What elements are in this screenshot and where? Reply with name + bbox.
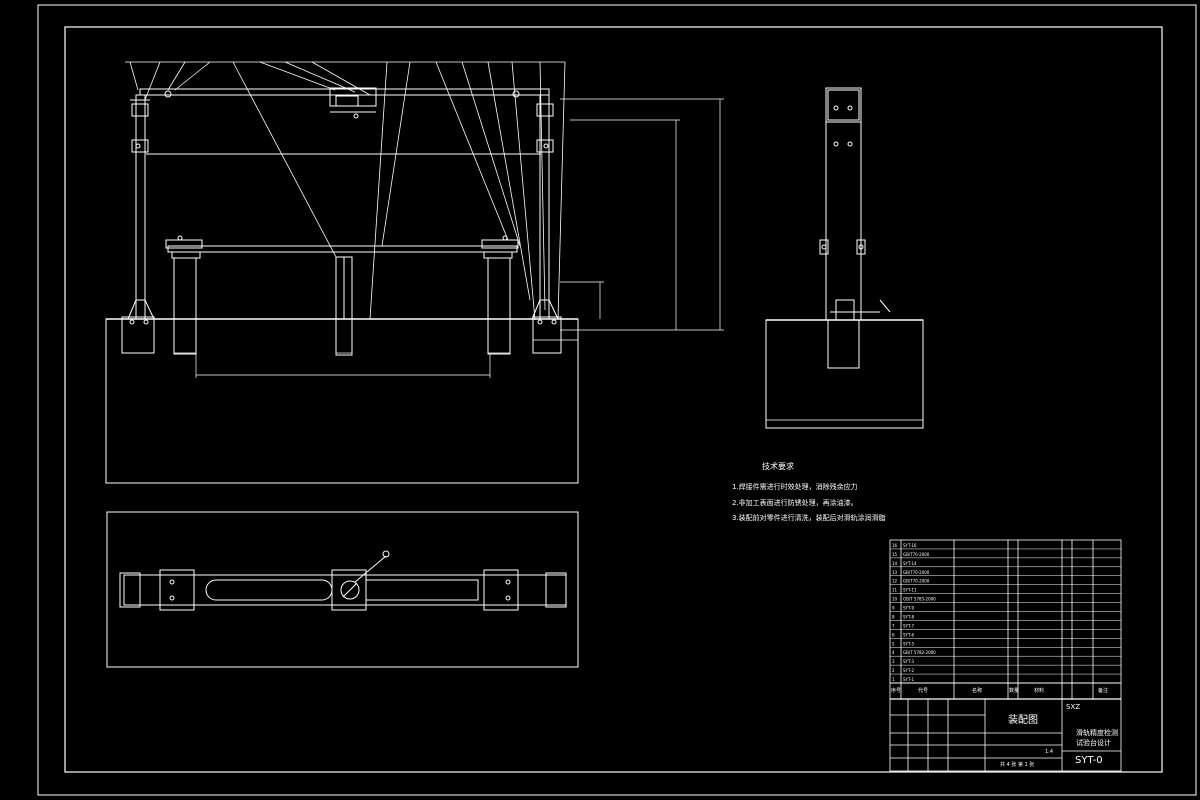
parts-header-no: 序号 bbox=[891, 688, 902, 694]
technical-note-2: 2.非加工表面进行防锈处理，再涂油漆。 bbox=[732, 499, 858, 507]
technical-note-1: 1.焊接件需进行时效处理，消除残余应力 bbox=[732, 483, 858, 491]
slider-hole bbox=[340, 580, 360, 600]
parts-row-code: SYT-11 bbox=[903, 588, 917, 593]
drawing-type: 装配图 bbox=[1008, 715, 1038, 726]
top-view bbox=[106, 511, 579, 668]
parts-header-name: 名称 bbox=[972, 688, 983, 694]
parts-row-code: SYT-7 bbox=[903, 623, 915, 628]
parts-header-remark: 备注 bbox=[1098, 688, 1109, 694]
top-rail-body bbox=[123, 574, 567, 606]
parts-row-number: 14 bbox=[892, 561, 898, 566]
top-view-frame bbox=[106, 511, 579, 668]
part-leaders bbox=[125, 61, 566, 321]
slide-rail-beam bbox=[167, 245, 518, 253]
parts-row-code: SYT-8 bbox=[903, 614, 915, 619]
technical-notes-title: 技术要求 bbox=[762, 462, 794, 471]
parts-row-code: SYT-2 bbox=[903, 668, 915, 673]
slider-block bbox=[331, 569, 367, 611]
parts-row-number: 6 bbox=[892, 632, 895, 637]
sheet-info: 共 4 张 第 1 张 bbox=[1000, 762, 1035, 768]
parts-row-number: 5 bbox=[892, 641, 895, 646]
front-view bbox=[105, 61, 724, 484]
parts-row-code: SYT-6 bbox=[903, 632, 915, 637]
left-column bbox=[135, 94, 146, 320]
school-code: SXZ bbox=[1066, 703, 1081, 711]
parts-row-code: GB/T70-2000 bbox=[903, 570, 930, 575]
parts-row-number: 15 bbox=[892, 552, 898, 557]
technical-note-3: 3.装配前对零件进行清洗，装配后对滑轨涂润滑脂 bbox=[732, 514, 886, 522]
parts-row-code: SYT-1 bbox=[903, 677, 915, 682]
parts-row-number: 10 bbox=[892, 597, 898, 602]
sensor-carriage bbox=[329, 87, 377, 107]
parts-row-number: 7 bbox=[892, 623, 895, 628]
parts-row-code: GB/T 5783-2000 bbox=[903, 597, 936, 602]
title-block bbox=[889, 539, 1122, 772]
right-column bbox=[539, 94, 550, 320]
top-beam bbox=[139, 88, 550, 96]
side-view bbox=[765, 87, 924, 429]
side-base bbox=[765, 319, 924, 429]
parts-row-number: 1 bbox=[892, 677, 895, 682]
parts-header-qty: 数量 bbox=[1009, 688, 1020, 694]
parts-row-code: SYT-3 bbox=[903, 659, 915, 664]
parts-row-number: 12 bbox=[892, 579, 898, 584]
parts-row-code: SYT-5 bbox=[903, 641, 915, 646]
parts-row-number: 3 bbox=[892, 659, 895, 664]
parts-row-code: GB/T70-2000 bbox=[903, 579, 930, 584]
front-base bbox=[105, 318, 579, 484]
parts-row-code: SYT-14 bbox=[903, 561, 917, 566]
parts-row-number: 4 bbox=[892, 650, 895, 655]
parts-header-material: 材料 bbox=[1034, 688, 1045, 694]
parts-row-number: 9 bbox=[892, 606, 895, 611]
parts-header-code: 代号 bbox=[918, 688, 929, 694]
parts-row-number: 8 bbox=[892, 614, 895, 619]
parts-row-code: SYT-16 bbox=[903, 543, 917, 548]
parts-row-number: 13 bbox=[892, 570, 898, 575]
drawing-title-2: 试验台设计 bbox=[1076, 739, 1111, 747]
parts-row-code: GB/T70-2000 bbox=[903, 552, 930, 557]
parts-row-code: SYT-9 bbox=[903, 606, 915, 611]
drawing-number: SYT-0 bbox=[1075, 755, 1103, 766]
scale: 1:4 bbox=[1045, 749, 1054, 755]
parts-row-code: GB/T 5782-2000 bbox=[903, 650, 936, 655]
parts-row-number: 11 bbox=[892, 588, 898, 593]
inner-border bbox=[64, 26, 1163, 773]
parts-row-number: 2 bbox=[892, 668, 895, 673]
side-column bbox=[825, 87, 862, 321]
rail-slot bbox=[205, 579, 333, 601]
outer-border bbox=[37, 4, 1197, 796]
parts-row-number: 16 bbox=[892, 543, 898, 548]
dimension-lines bbox=[106, 98, 724, 484]
drawing-title-1: 滑轨精度检测 bbox=[1076, 729, 1118, 737]
